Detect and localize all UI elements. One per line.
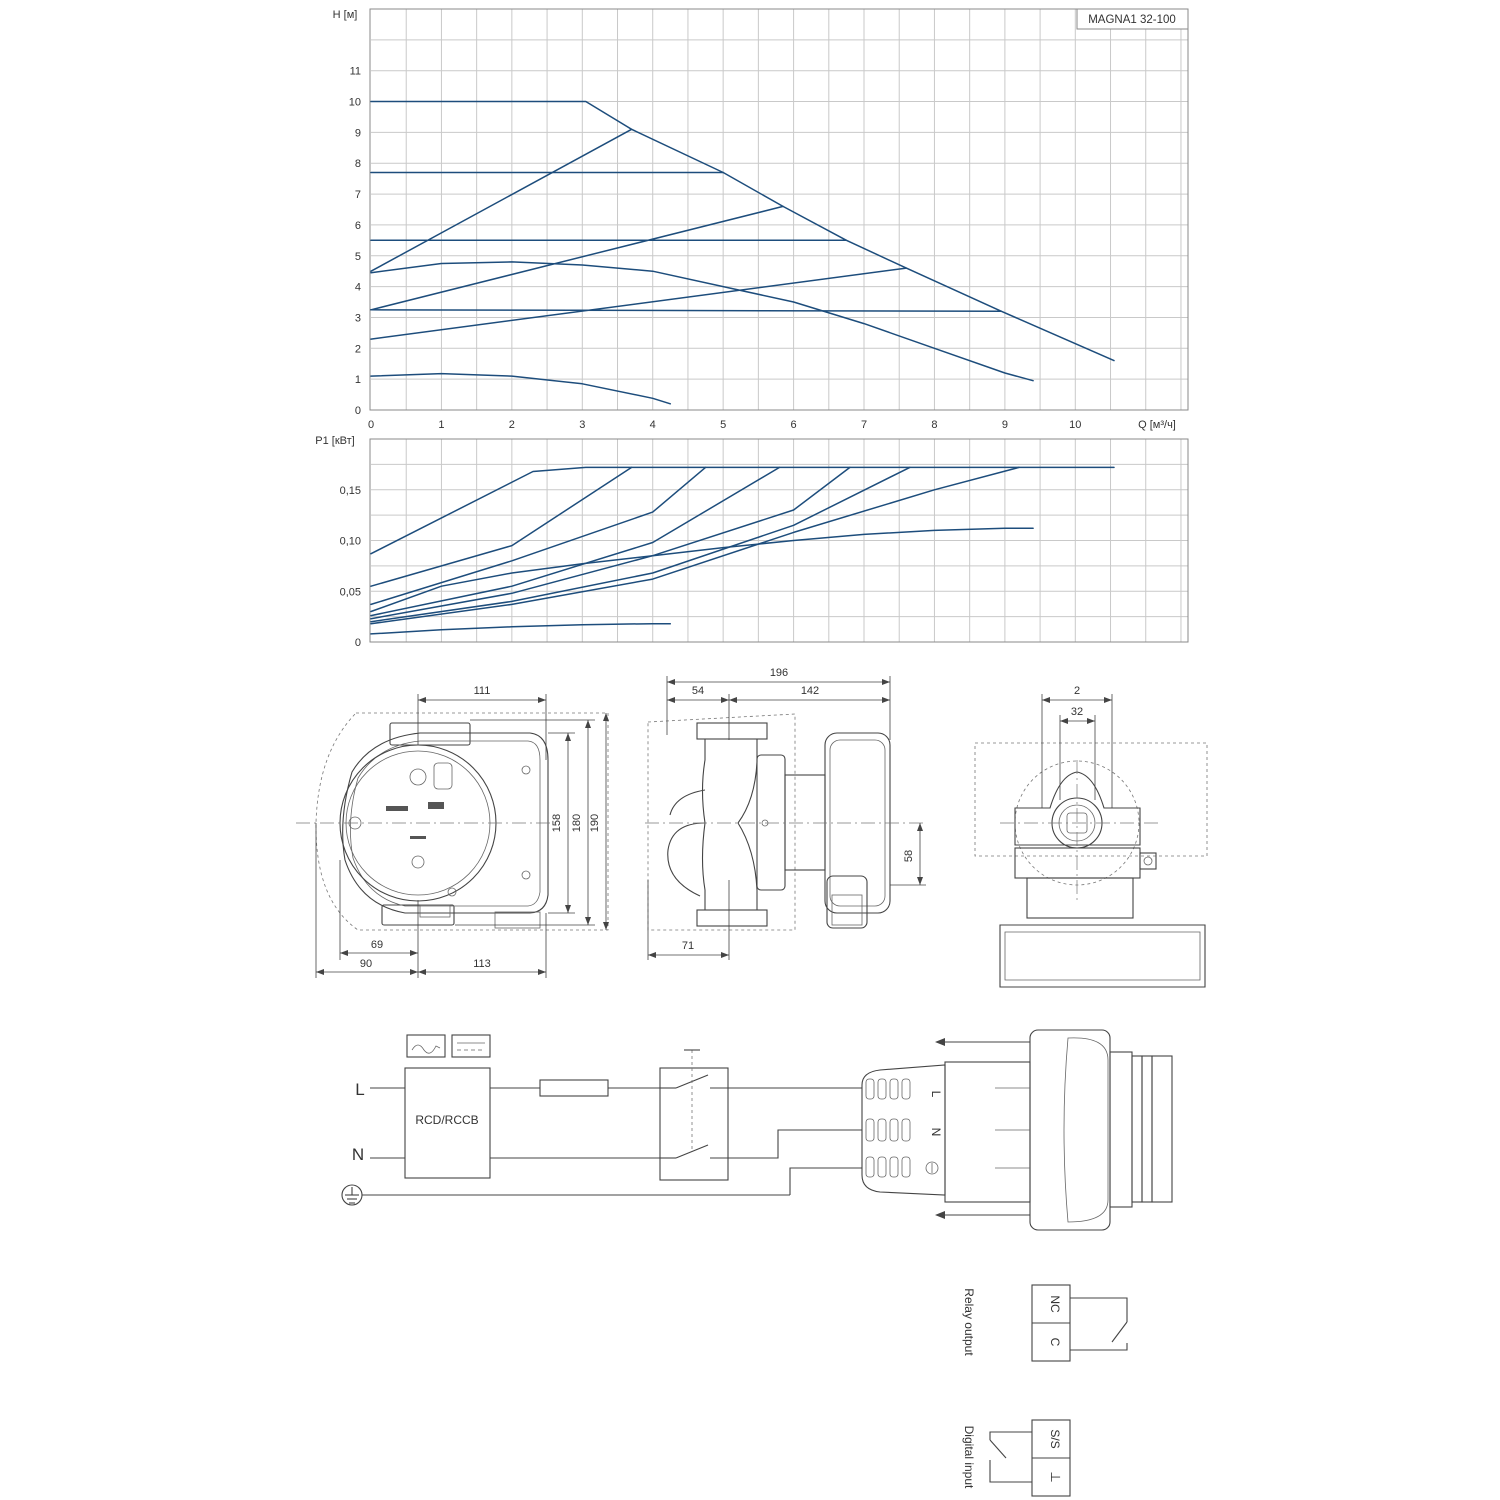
dim-111: 111 (474, 685, 491, 697)
chart-title: MAGNA1 32-100 (1088, 14, 1176, 26)
dim-158: 158 (551, 814, 563, 832)
dim-32: 32 (1071, 706, 1083, 718)
y-tick-label: 11 (350, 66, 361, 78)
ac-wave-icon (406, 1034, 446, 1058)
line-n-label: N (352, 1145, 364, 1164)
series-line-7 (370, 466, 1020, 625)
digital-input-diagram: Digital input S/S ⊥ (962, 1419, 1071, 1497)
relay-c-terminal: C (1048, 1338, 1062, 1347)
rcd-rccb-label: RCD/RCCB (415, 1113, 478, 1127)
x-tick-label: 6 (791, 419, 797, 431)
series-line-9 (370, 622, 672, 635)
model-label-box (1076, 8, 1189, 30)
series-line-2 (370, 466, 633, 587)
terminal-earth-icon (925, 1161, 939, 1175)
series-line-4 (370, 205, 784, 311)
rcd-rccb-box (404, 1067, 491, 1179)
digital-ss-terminal: S/S (1048, 1429, 1062, 1448)
relay-output-label: Relay output (962, 1288, 976, 1356)
x-tick-label: 8 (931, 419, 937, 431)
wiring-diagram: L N RCD/RCCB (341, 1029, 1173, 1231)
x-tick-label: 3 (579, 419, 585, 431)
series-line-3 (370, 466, 707, 606)
flow-axis-label: Q [м³/ч] (1138, 419, 1176, 431)
y-tick-label: 10 (349, 97, 361, 109)
x-tick-label: 7 (861, 419, 867, 431)
x-tick-label: 9 (1002, 419, 1008, 431)
y-tick-label: 8 (355, 158, 361, 170)
relay-nc-terminal: NC (1048, 1295, 1062, 1313)
x-tick-label: 0 (368, 419, 374, 431)
y-tick-label: 0,10 (340, 536, 361, 548)
y-tick-label: 2 (355, 343, 361, 355)
y-tick-label: 0,15 (340, 485, 361, 497)
series-line-7 (370, 309, 1003, 313)
power-axis-label: P1 [кВт] (315, 435, 354, 447)
head-flow-chart: 0 1 2 3 4 5 6 7 8 9 10 11 0 1 2 3 4 5 6 7 8 9 10 MAGNA1 32-100… (333, 8, 1189, 431)
x-tick-label: 4 (650, 419, 656, 431)
dim-2: 2 (1074, 685, 1080, 697)
dc-line-icon (451, 1034, 491, 1058)
dim-54: 54 (692, 685, 704, 697)
series-line-6 (370, 466, 911, 623)
digital-ground-terminal: ⊥ (1048, 1471, 1063, 1482)
y-tick-label: 3 (355, 312, 361, 324)
series-line-8 (370, 261, 1034, 382)
terminal-n-label: N (929, 1128, 943, 1137)
dim-58: 58 (903, 850, 915, 862)
dim-196: 196 (770, 667, 788, 679)
x-tick-label: 2 (509, 419, 515, 431)
isolator-switch (659, 1067, 729, 1181)
dim-113: 113 (473, 958, 491, 970)
dim-69: 69 (371, 939, 383, 951)
series-line-9 (370, 372, 672, 405)
digital-input-label: Digital input (962, 1426, 976, 1489)
series-line-6 (370, 267, 908, 340)
y-tick-label: 7 (355, 189, 361, 201)
line-l-label: L (355, 1080, 364, 1099)
dim-90: 90 (360, 958, 372, 970)
power-chart-frame (369, 438, 1189, 643)
y-tick-label: 1 (355, 374, 361, 386)
x-tick-label: 5 (720, 419, 726, 431)
y-tick-label: 5 (355, 251, 361, 263)
head-chart-frame (369, 8, 1189, 411)
x-tick-label: 1 (438, 419, 444, 431)
head-axis-label: H [м] (333, 9, 358, 21)
series-line-8 (370, 527, 1034, 613)
y-tick-label: 0 (355, 637, 361, 649)
pump-end-view: 2 32 (974, 685, 1208, 988)
dim-180: 180 (571, 814, 583, 832)
y-tick-label: 4 (355, 282, 361, 294)
series-line-2 (370, 128, 633, 272)
terminal-l-label: L (929, 1091, 943, 1098)
dim-190: 190 (589, 814, 601, 832)
y-tick-label: 0 (355, 405, 361, 417)
y-tick-label: 9 (355, 127, 361, 139)
power-flow-chart: 0 0,05 0,10 0,15 P1 [кВт] (315, 435, 1189, 649)
x-tick-label: 10 (1069, 419, 1081, 431)
relay-output-diagram: Relay output NC C (962, 1284, 1128, 1362)
pump-front-view: 111 158 180 190 69 90 113 (296, 685, 609, 978)
y-tick-label: 6 (355, 220, 361, 232)
dim-142: 142 (801, 685, 819, 697)
dim-71: 71 (682, 940, 694, 952)
series-line-1 (370, 100, 1115, 362)
pump-side-view: 196 54 142 58 71 (645, 667, 926, 960)
y-tick-label: 0,05 (340, 586, 361, 598)
fuse (539, 1079, 609, 1097)
